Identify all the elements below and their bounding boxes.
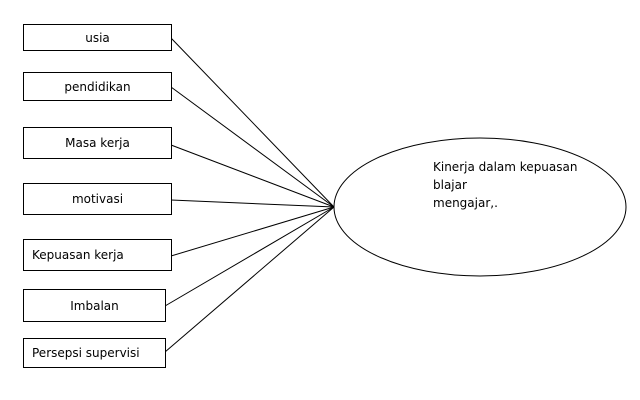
factor-box-motivasi: motivasi <box>23 183 172 215</box>
factor-label-masa-kerja: Masa kerja <box>65 136 130 150</box>
factor-label-pendidikan: pendidikan <box>64 79 131 94</box>
connector-kepuasan-kerja <box>170 206 335 257</box>
factor-label-motivasi: motivasi <box>71 192 124 206</box>
outcome-ellipse <box>333 137 627 277</box>
factor-box-persepsi-supervisi: Persepsi supervisi <box>23 338 166 368</box>
factor-label-kepuasan-kerja: Kepuasan kerja <box>32 248 124 262</box>
connector-persepsi-supervisi <box>164 206 335 353</box>
connector-lines <box>164 37 335 353</box>
factor-label-imbalan: Imbalan <box>70 298 119 313</box>
connector-motivasi <box>170 199 335 208</box>
factor-box-usia: usia <box>23 24 172 51</box>
factor-box-masa-kerja: Masa kerja <box>23 127 172 159</box>
factor-label-persepsi-supervisi: Persepsi supervisi <box>32 346 140 360</box>
outcome-label: Kinerja dalam kepuasan blajar mengajar,. <box>433 160 578 210</box>
connector-usia <box>170 37 335 208</box>
factor-box-kepuasan-kerja: Kepuasan kerja <box>23 239 172 271</box>
connector-masa-kerja <box>170 144 335 208</box>
connector-pendidikan <box>170 86 335 208</box>
connector-imbalan <box>164 206 335 307</box>
factor-box-imbalan: Imbalan <box>23 289 166 322</box>
factor-box-pendidikan: pendidikan <box>23 72 172 101</box>
factor-label-usia: usia <box>85 30 110 45</box>
